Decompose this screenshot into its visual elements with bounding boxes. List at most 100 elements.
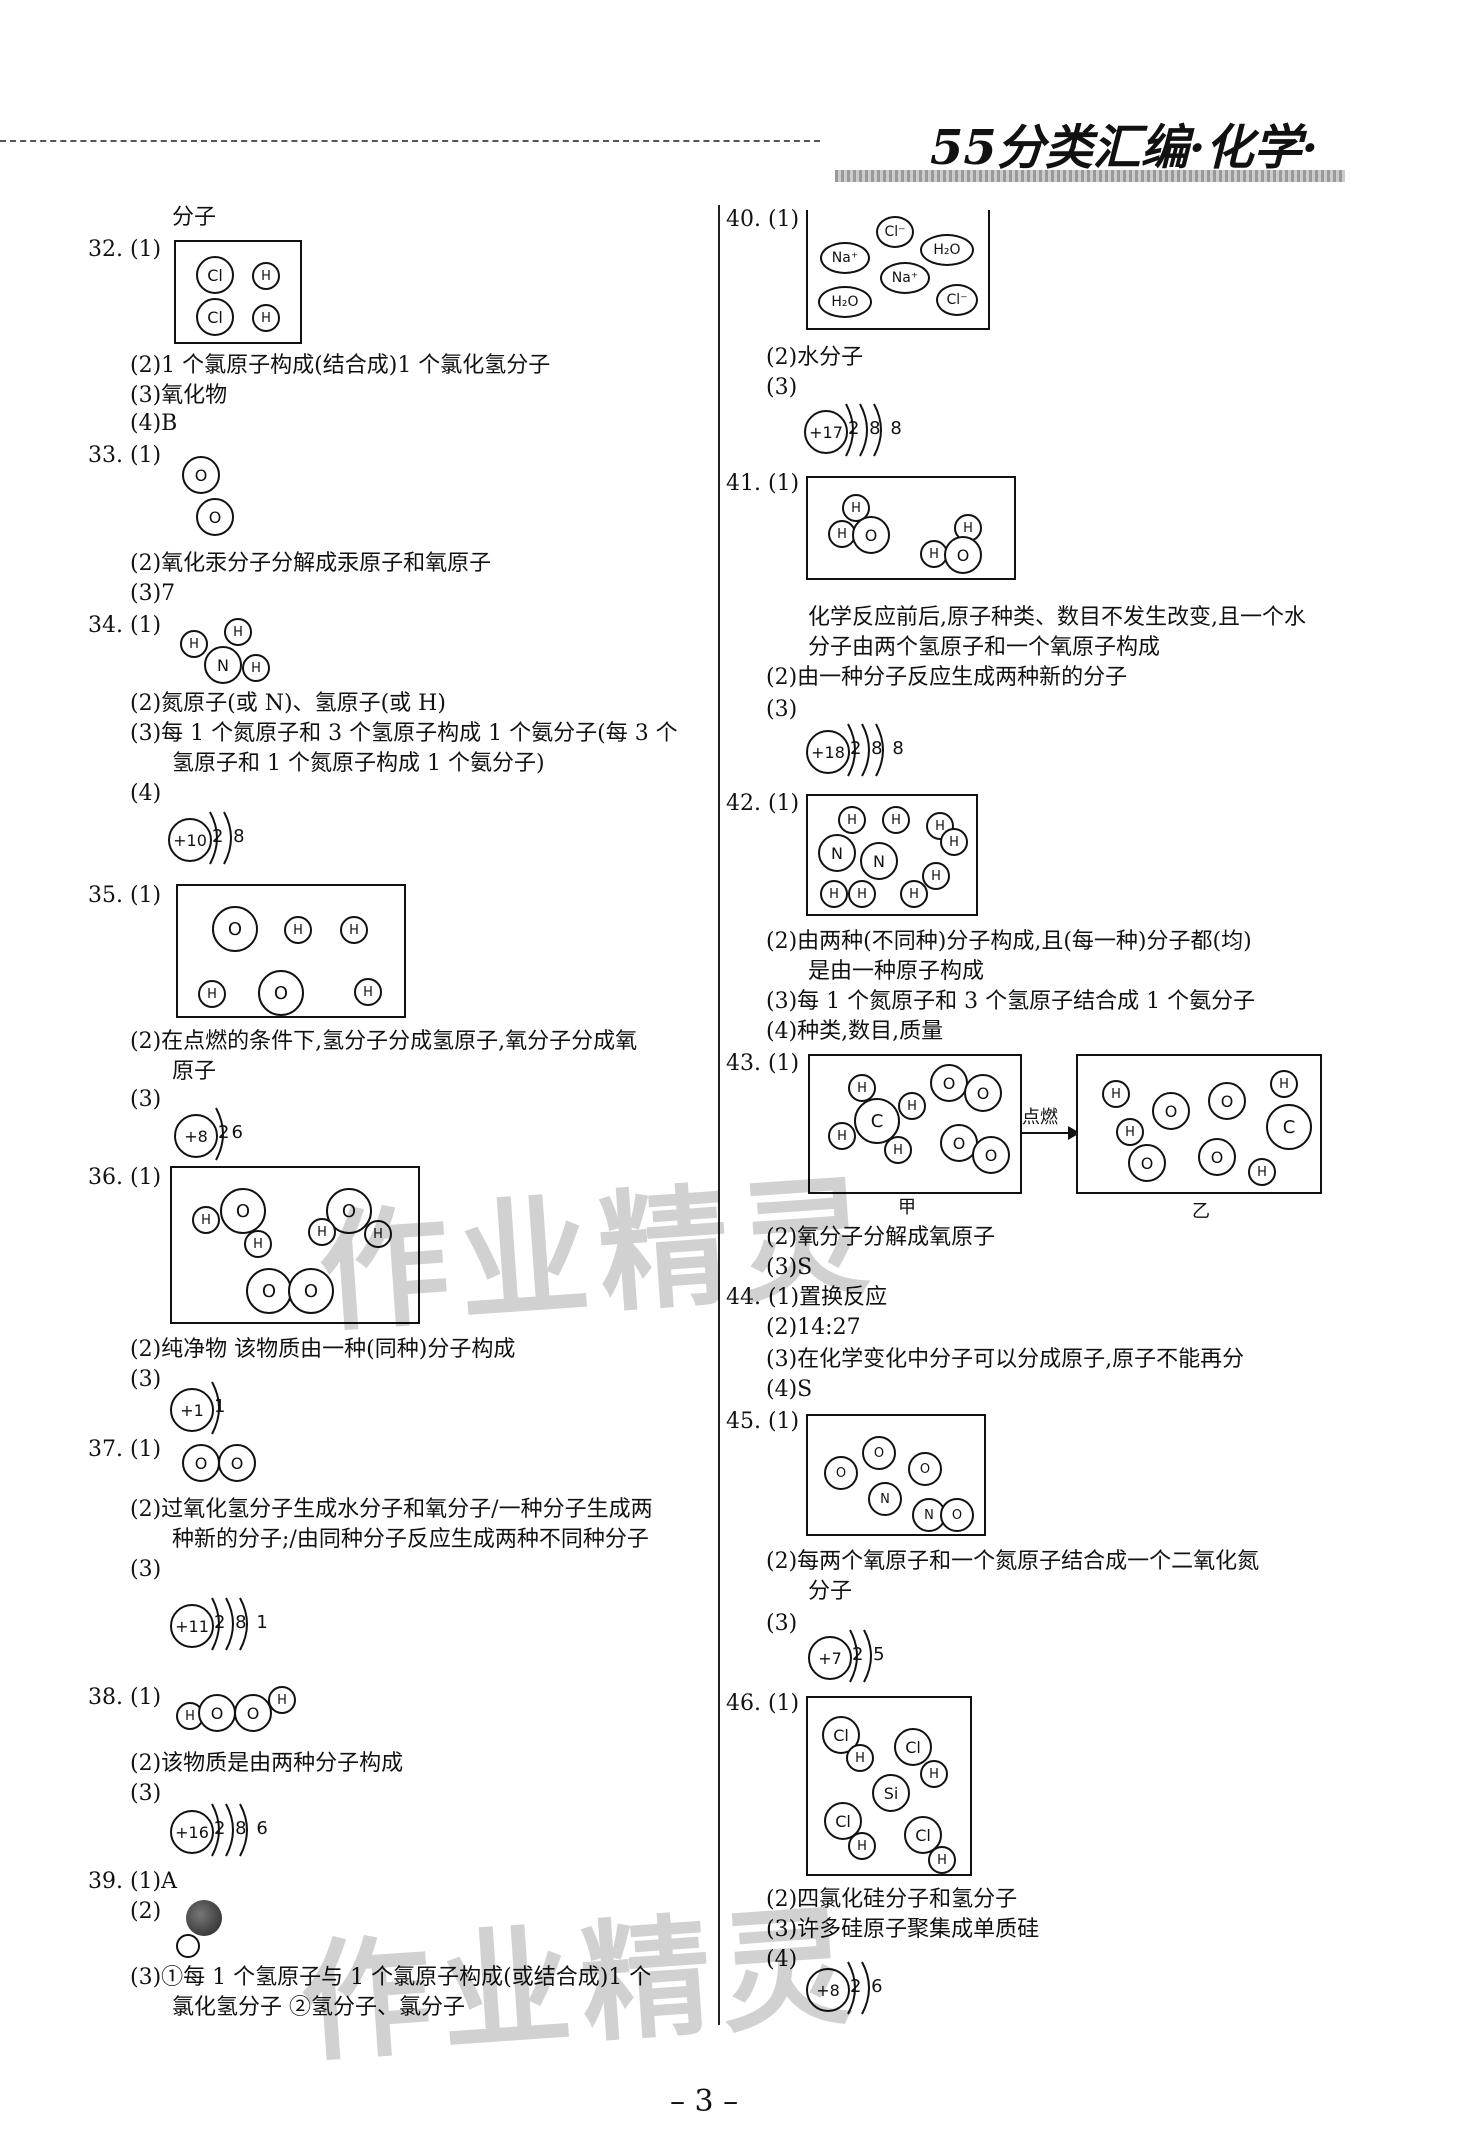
atomic-nucleus: +11 <box>170 1604 214 1648</box>
atomic-nucleus: +16 <box>170 1810 214 1854</box>
electron-shell-arc <box>225 1803 234 1857</box>
o-atom: O <box>196 498 234 536</box>
h-atom: H <box>180 630 208 658</box>
h-atom: H <box>846 1744 874 1772</box>
q45-part2b: 分子 <box>808 1579 853 1604</box>
q40-part2: (2)水分子 <box>766 345 864 370</box>
h-atom: H <box>848 1832 876 1860</box>
electron-shell-arc <box>847 1961 856 2015</box>
h-atom: H <box>340 916 368 944</box>
q34-part3a: (3)每 1 个氮原子和 3 个氢原子构成 1 个氨分子(每 3 个 <box>130 721 678 746</box>
q44-part3: (3)在化学变化中分子可以分成原子,原子不能再分 <box>766 1347 1245 1372</box>
si-atom: Si <box>872 1774 910 1812</box>
electron-shells <box>209 811 232 865</box>
electron-shell-arc <box>859 403 868 457</box>
cl-atom: Cl <box>824 1802 862 1840</box>
q37-part3: (3) <box>130 1557 162 1582</box>
o-atom: O <box>198 1694 236 1732</box>
q32-part4: (4)B <box>130 411 178 436</box>
electron-shell-arc <box>211 1597 220 1651</box>
q39-part3b: 氯化氢分子 ②氢分子、氯分子 <box>172 1995 465 2020</box>
atom-model-small <box>176 1934 200 1958</box>
q33-part2: (2)氧化汞分子分解成汞原子和氧原子 <box>130 551 492 576</box>
h-atom: H <box>252 262 280 290</box>
q35-part3: (3) <box>130 1087 162 1112</box>
q36-diagram: H O H O H H O O <box>170 1166 420 1324</box>
q46-diagram: Cl H Cl H Si Cl H Cl H <box>806 1696 972 1876</box>
h-atom: H <box>922 862 950 890</box>
electron-shell-arc <box>225 1597 234 1651</box>
electron-counts: 2 8 8 <box>850 738 906 759</box>
h-atom: H <box>900 880 928 908</box>
h-atom: H <box>954 514 982 542</box>
q38-part2: (2)该物质是由两种分子构成 <box>130 1751 404 1776</box>
q43-part2: (2)氧分子分解成氧原子 <box>766 1225 996 1250</box>
column-divider <box>718 205 720 2025</box>
q44-part1: 44. (1)置换反应 <box>726 1285 888 1310</box>
electron-counts: 2 8 6 <box>214 1818 270 1839</box>
q35-diagram: O H H H O H <box>176 884 406 1018</box>
n-atom: N <box>868 1482 902 1516</box>
q40-part3: (3) <box>766 375 798 400</box>
cl-atom: Cl <box>196 256 234 294</box>
q37-part2b: 种新的分子;/由同种分子反应生成两种不同种分子 <box>172 1527 649 1552</box>
h-atom: H <box>308 1218 336 1246</box>
h-atom: H <box>244 1230 272 1258</box>
q32-part3: (3)氧化物 <box>130 383 228 408</box>
o-atom: O <box>212 906 258 952</box>
q45-number: 45. (1) <box>726 1409 800 1434</box>
q46-number: 46. (1) <box>726 1691 800 1716</box>
header-grey-bar <box>835 170 1345 182</box>
electron-counts: 2 8 1 <box>214 1612 270 1633</box>
q39-part2: (2) <box>130 1899 162 1924</box>
o-atom: O <box>972 1136 1010 1174</box>
q34-number: 34. (1) <box>88 613 162 638</box>
q41-part2: (2)由一种分子反应生成两种新的分子 <box>766 665 1128 690</box>
q39-part3a: (3)①每 1 个氢原子与 1 个氯原子构成(或结合成)1 个 <box>130 1965 652 1990</box>
h-atom: H <box>828 1122 856 1150</box>
header-brand: 55分类汇编·化学· <box>930 120 1319 176</box>
electron-shell-arc <box>211 1803 220 1857</box>
q41-line2: 分子由两个氢原子和一个氧原子构成 <box>808 635 1161 660</box>
o-atom: O <box>1152 1092 1190 1130</box>
electron-shell-arc <box>861 723 870 777</box>
q45-part3: (3) <box>766 1611 798 1636</box>
h-atom: H <box>884 1136 912 1164</box>
electron-shell-arc <box>847 723 856 777</box>
q41-line1: 化学反应前后,原子种类、数目不发生改变,且一个水 <box>808 605 1306 630</box>
h-atom: H <box>224 618 252 646</box>
electron-shells <box>215 1107 224 1161</box>
o-atom: O <box>824 1456 858 1490</box>
o-atom: O <box>218 1444 256 1482</box>
electron-shell-arc <box>873 403 882 457</box>
q42-part2a: (2)由两种(不同种)分子构成,且(每一种)分子都(均) <box>766 929 1252 954</box>
electron-shell-arc <box>861 1961 870 2015</box>
water-molecule: H₂O <box>920 234 974 266</box>
h-atom: H <box>1270 1070 1298 1098</box>
electron-counts: 1 <box>214 1396 228 1417</box>
o-atom: O <box>182 456 220 494</box>
electron-shell-arc <box>215 1107 224 1161</box>
h-atom: H <box>882 806 910 834</box>
h-atom: H <box>1248 1158 1276 1186</box>
q41-part3: (3) <box>766 697 798 722</box>
h-atom: H <box>820 880 848 908</box>
q45-part2a: (2)每两个氧原子和一个氮原子结合成一个二氧化氮 <box>766 1549 1260 1574</box>
o-atom: O <box>930 1064 968 1102</box>
electron-shells <box>211 1803 248 1857</box>
atomic-nucleus: +8 <box>806 1968 850 2012</box>
atomic-nucleus: +17 <box>804 410 848 454</box>
q40-number: 40. (1) <box>726 207 800 232</box>
h-atom: H <box>848 880 876 908</box>
o-atom: O <box>182 1444 220 1482</box>
n-atom: N <box>860 842 898 880</box>
electron-counts: 2 6 <box>850 1976 885 1997</box>
h-atom: H <box>920 1760 948 1788</box>
q44-part4: (4)S <box>766 1377 813 1402</box>
q43-diagram-after: H O O H C H O O H <box>1076 1054 1322 1194</box>
q35-number: 35. (1) <box>88 883 162 908</box>
electron-shells <box>847 723 884 777</box>
page-number: – 3 – <box>670 2084 739 2119</box>
o-atom: O <box>852 516 890 554</box>
electron-counts: 2 8 <box>212 826 247 847</box>
